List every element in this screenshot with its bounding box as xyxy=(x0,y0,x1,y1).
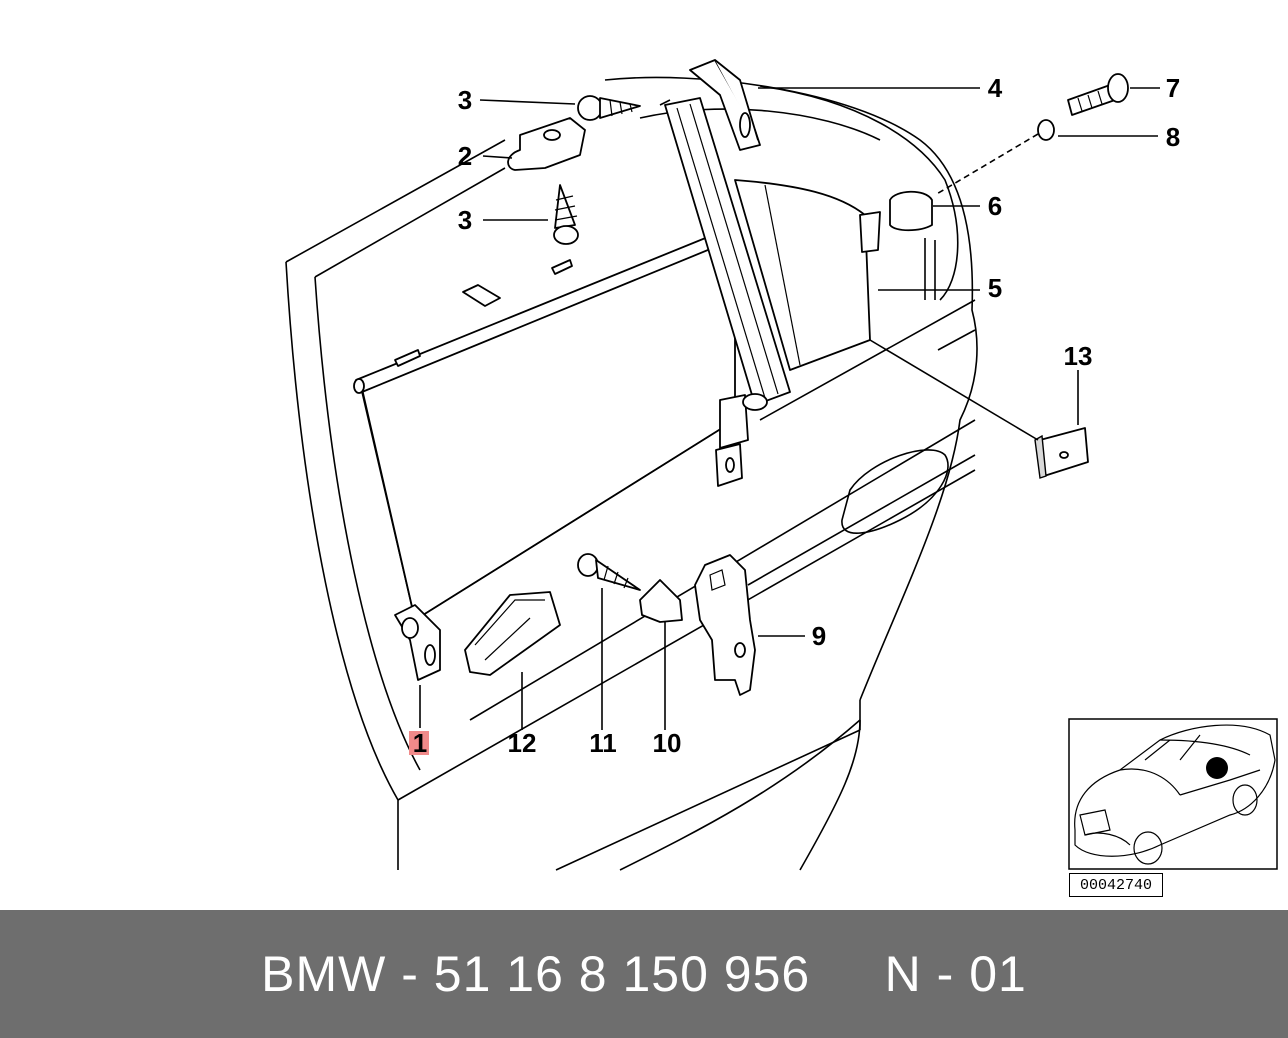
leader-lines xyxy=(419,87,1160,730)
diagram-ref-code: 00042740 xyxy=(1069,873,1163,897)
screw-11 xyxy=(577,553,641,591)
callout-10: 10 xyxy=(653,728,682,758)
bracket-9 xyxy=(694,554,756,696)
callout-7: 7 xyxy=(1166,73,1180,103)
car-location-thumbnail xyxy=(1068,718,1278,870)
location-marker-icon xyxy=(1206,757,1228,779)
callout-2: 2 xyxy=(458,141,472,171)
quarter-sunshade-5 xyxy=(734,179,881,371)
cap-6 xyxy=(889,190,933,232)
cover-12 xyxy=(464,591,561,676)
callout-4: 4 xyxy=(988,73,1003,103)
bracket-bottom-1 xyxy=(394,604,441,681)
callout-3b: 3 xyxy=(458,205,472,235)
roller-sunblind xyxy=(353,225,743,621)
screw-3a xyxy=(577,95,641,121)
callout-11: 11 xyxy=(589,728,617,758)
holder-2 xyxy=(507,117,586,171)
clip-10 xyxy=(639,579,683,623)
callout-6: 6 xyxy=(988,191,1002,221)
callout-3a: 3 xyxy=(458,85,472,115)
parts-diagram: 1 2 3 3 4 5 6 7 8 9 10 11 12 13 xyxy=(285,59,1278,871)
door-handle-recess xyxy=(841,449,949,534)
clip-13 xyxy=(1034,427,1089,479)
washer-8 xyxy=(1037,119,1055,141)
callout-12: 12 xyxy=(508,728,537,758)
part-number-caption: BMW - 51 16 8 150 956 N - 01 xyxy=(261,946,1027,1002)
callout-1-highlight xyxy=(409,731,429,755)
screw-3b xyxy=(553,184,579,245)
callout-13: 13 xyxy=(1064,341,1093,371)
bracket-top-4 xyxy=(689,59,761,151)
callout-1: 1 xyxy=(413,728,427,758)
guide-rail xyxy=(664,97,791,487)
callout-5: 5 xyxy=(988,273,1002,303)
bolt-7 xyxy=(1067,73,1129,116)
callout-8: 8 xyxy=(1166,122,1180,152)
callout-9: 9 xyxy=(812,621,826,651)
footer-bar: BMW - 51 16 8 150 956 N - 01 xyxy=(0,910,1288,1038)
